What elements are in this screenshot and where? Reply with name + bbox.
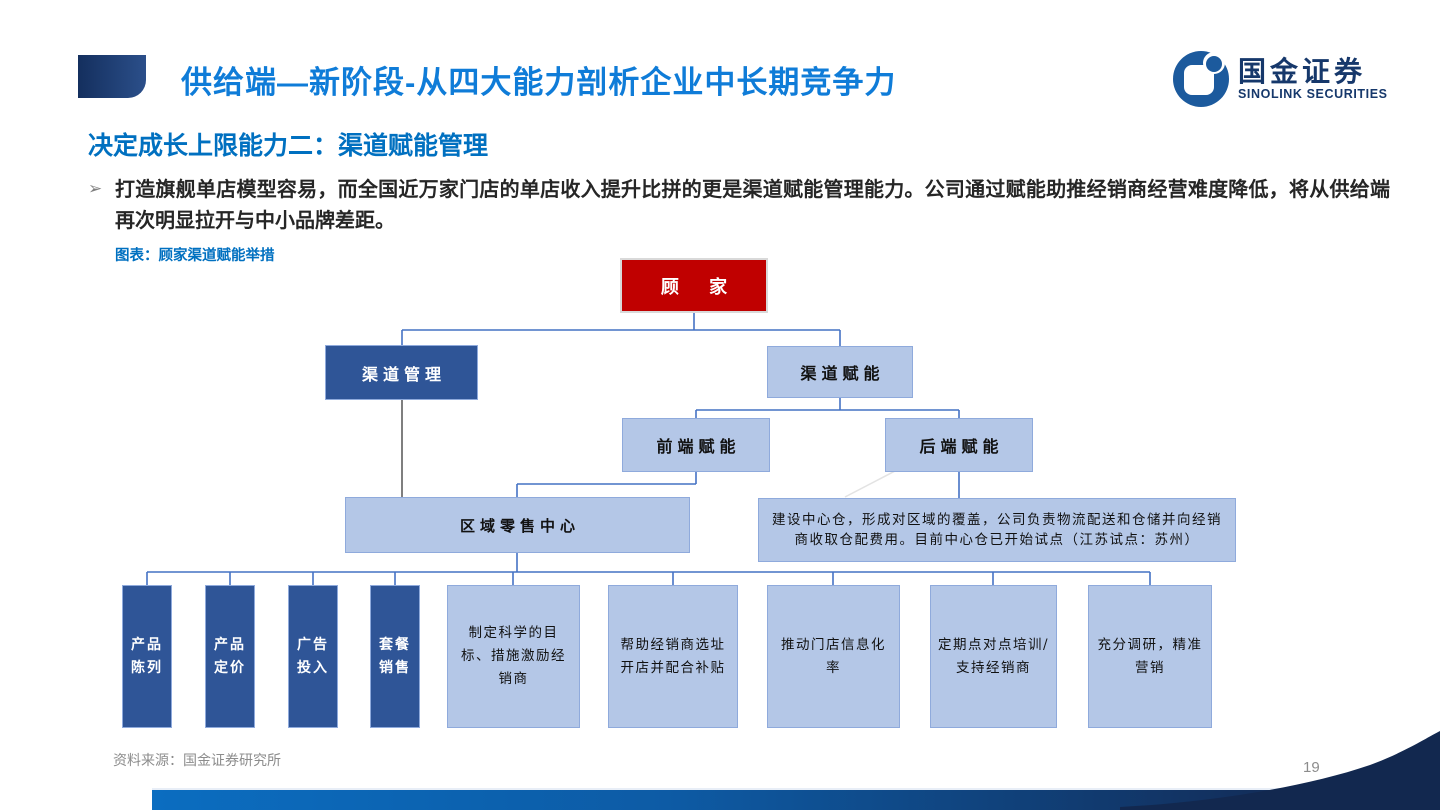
figure-caption: 图表：顾家渠道赋能举措 <box>115 248 275 264</box>
org-node-frontend-enablement: 前端赋能 <box>622 418 770 472</box>
section-subtitle: 决定成长上限能力二：渠道赋能管理 <box>88 132 489 160</box>
org-node-regional-retail-center: 区域零售中心 <box>345 497 690 553</box>
org-node-root: 顾 家 <box>620 258 768 313</box>
org-node-central-warehouse-note: 建设中心仓，形成对区域的覆盖，公司负责物流配送和仓储并向经销商收取仓配费用。目前… <box>758 498 1236 562</box>
bottom-gradient-bar <box>152 788 1440 810</box>
org-node-product-pricing: 产品 定价 <box>205 585 255 728</box>
org-node-product-display: 产品 陈列 <box>122 585 172 728</box>
org-node-ad-investment: 广告 投入 <box>288 585 338 728</box>
company-logo: 国金证券 SINOLINK SECURITIES <box>1172 48 1412 110</box>
logo-text: 国金证券 SINOLINK SECURITIES <box>1238 55 1388 102</box>
source-note: 资料来源：国金证券研究所 <box>113 752 281 768</box>
page-title: 供给端—新阶段-从四大能力剖析企业中长期竞争力 <box>181 65 897 100</box>
org-node-backend-enablement: 后端赋能 <box>885 418 1033 472</box>
org-node-channel-enablement: 渠道赋能 <box>767 346 913 398</box>
org-node-point-to-point-training: 定期点对点培训/支持经销商 <box>930 585 1057 728</box>
org-node-channel-management: 渠道管理 <box>325 345 478 400</box>
title-accent-square <box>78 55 146 98</box>
sinolink-logo-icon <box>1173 51 1229 107</box>
org-node-store-informatization: 推动门店信息化率 <box>767 585 900 728</box>
org-node-scientific-targets: 制定科学的目标、措施激励经销商 <box>447 585 580 728</box>
bullet-arrow-icon: ➢ <box>88 179 103 198</box>
org-node-research-marketing: 充分调研，精准营销 <box>1088 585 1212 728</box>
page-number: 19 <box>1303 759 1320 776</box>
org-node-site-selection-support: 帮助经销商选址开店并配合补贴 <box>608 585 738 728</box>
corner-swoosh <box>1120 731 1440 810</box>
logo-name-en: SINOLINK SECURITIES <box>1238 86 1388 101</box>
org-node-package-sales: 套餐 销售 <box>370 585 420 728</box>
logo-name-cn: 国金证券 <box>1238 55 1367 87</box>
bullet-paragraph: 打造旗舰单店模型容易，而全国近万家门店的单店收入提升比拼的更是渠道赋能管理能力。… <box>115 179 1390 232</box>
